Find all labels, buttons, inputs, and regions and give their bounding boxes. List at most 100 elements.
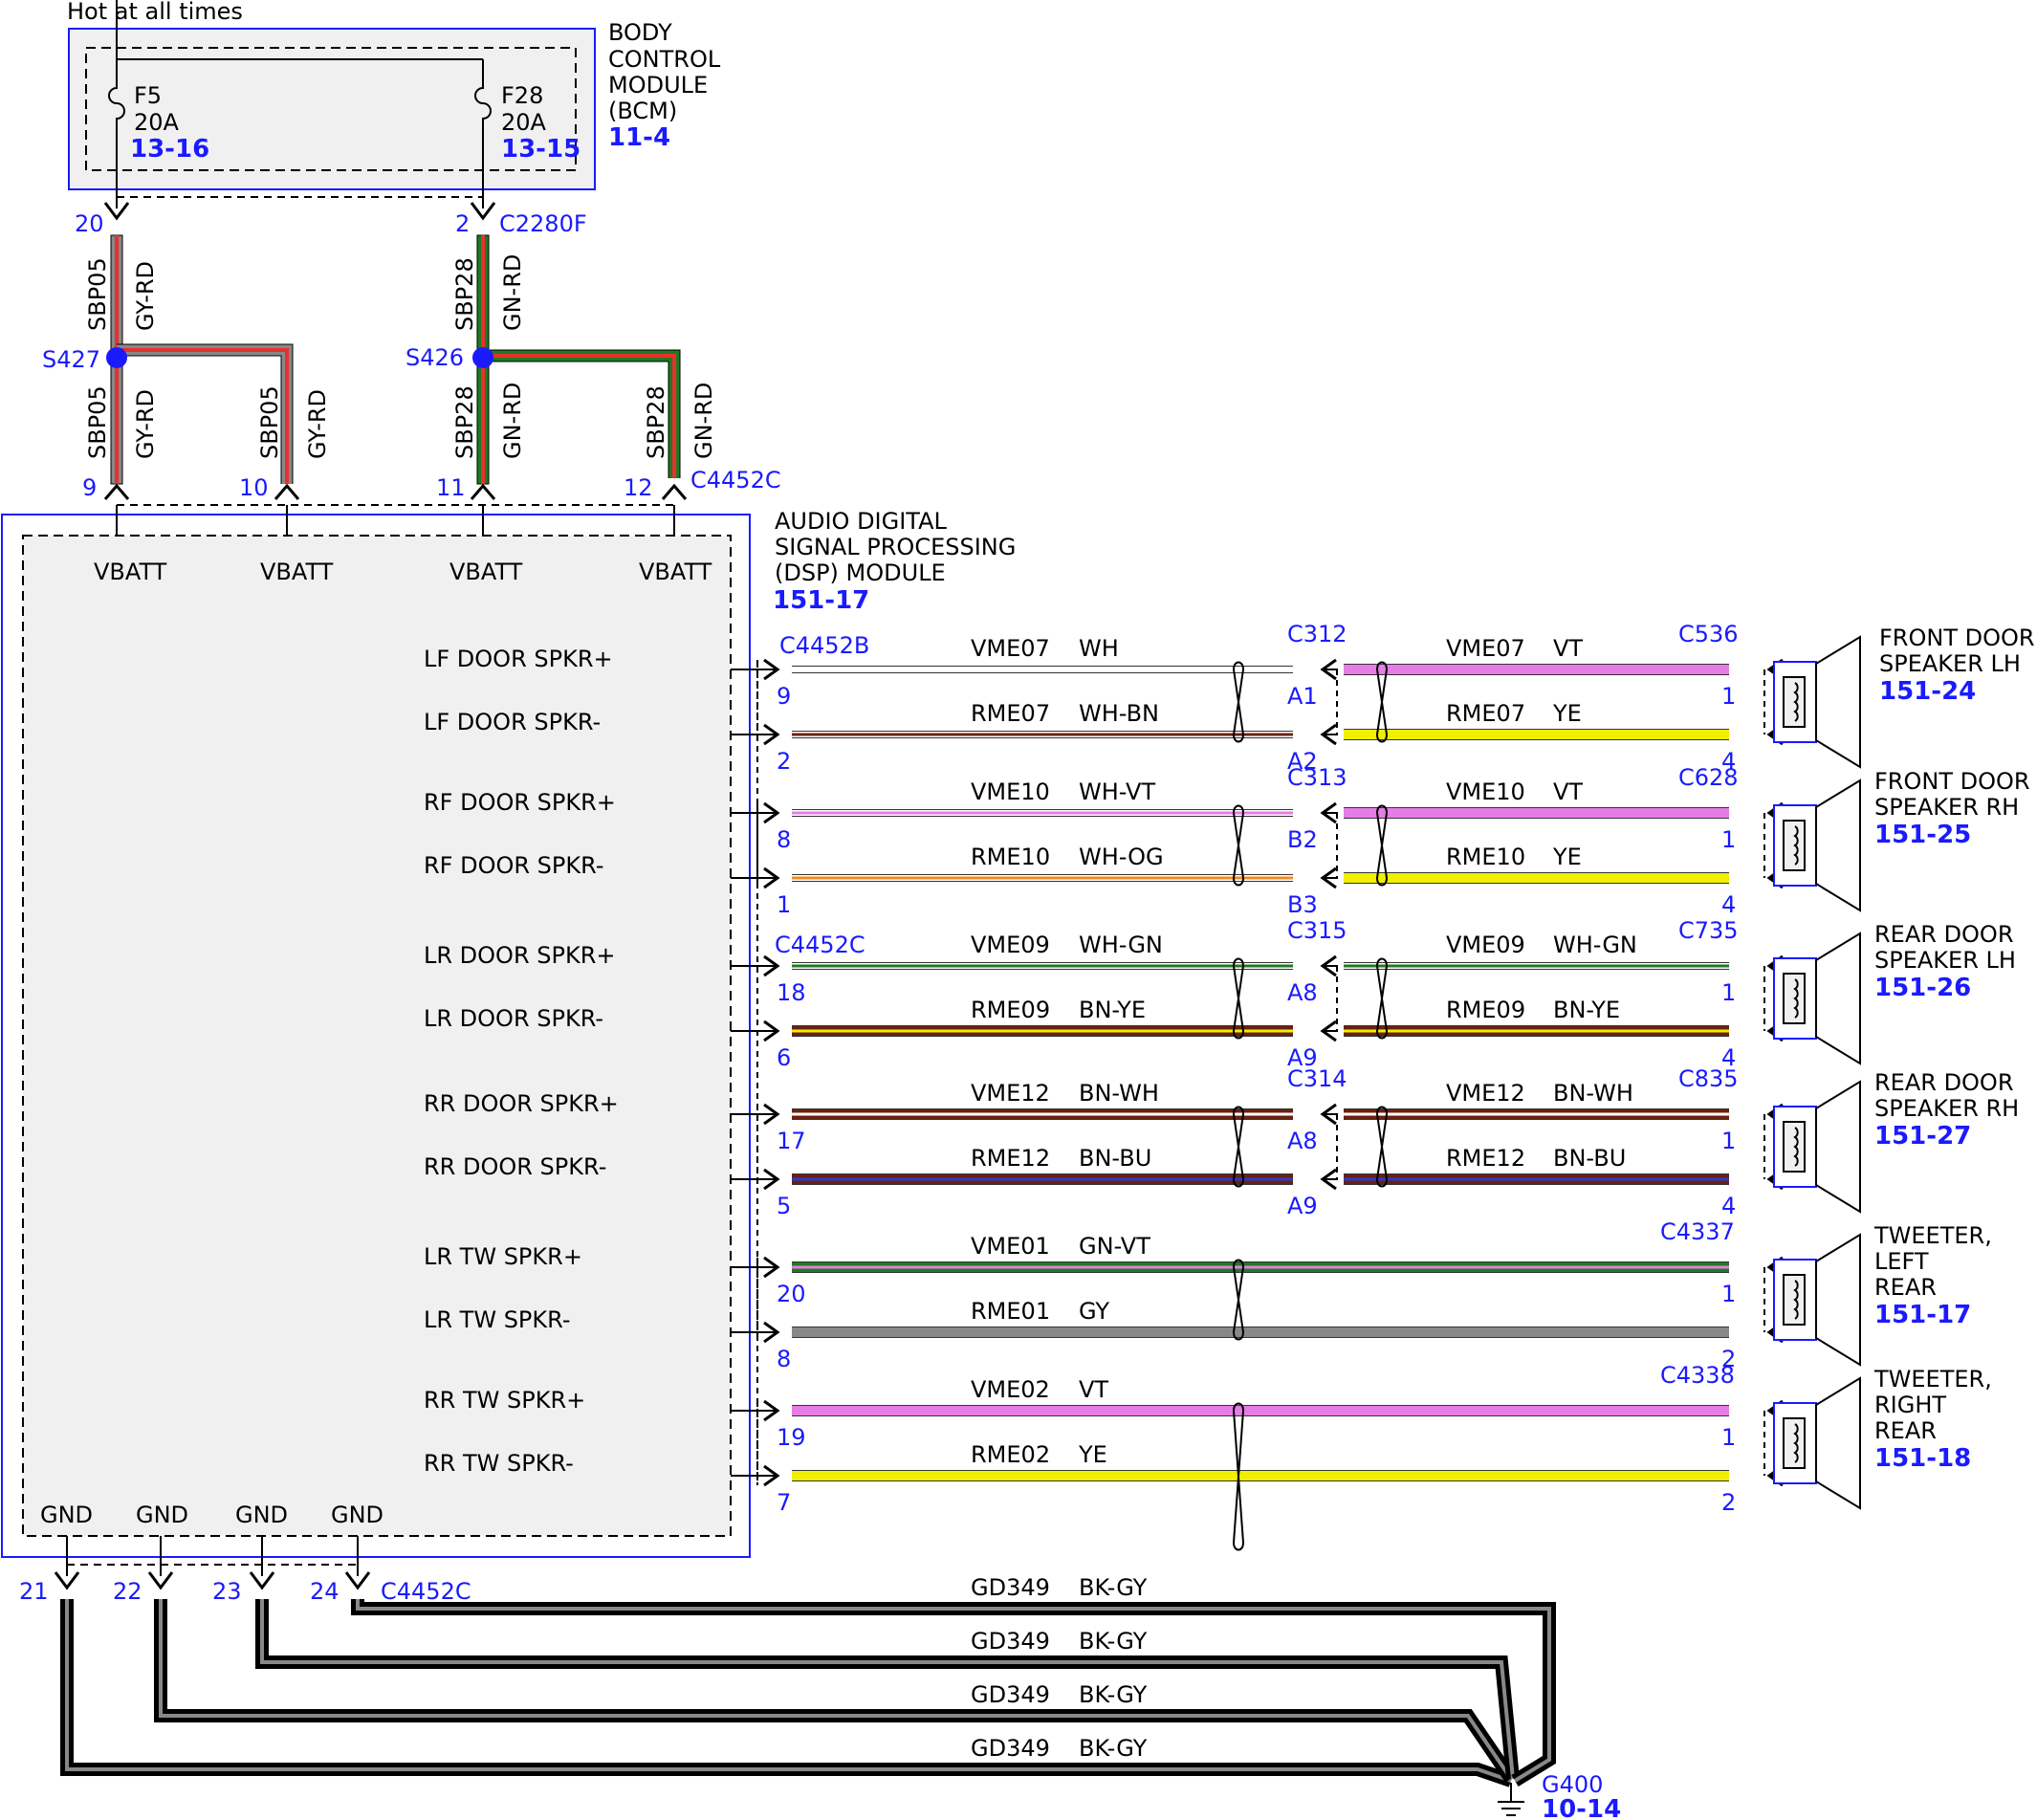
- wire-vme07-base: [792, 667, 1293, 672]
- circuit-spk-vme09: VME09: [1446, 932, 1525, 958]
- twist-a-3: [1232, 1106, 1245, 1188]
- speaker-5-coil: [1793, 1423, 1799, 1463]
- speaker-1-title-0: FRONT DOOR: [1874, 768, 2030, 795]
- speaker-3-title-1: SPEAKER RH: [1874, 1095, 2019, 1122]
- dsp-ref[interactable]: 151-17: [773, 586, 869, 615]
- spk-pin-1a: 1: [1721, 826, 1736, 853]
- inline-connector-C315: C315: [1287, 917, 1347, 944]
- bcm-box: [68, 28, 596, 190]
- inline-pin-A9: A9: [1287, 1193, 1318, 1219]
- speaker-connector-C4337: C4337: [1660, 1218, 1735, 1245]
- splice-s427[interactable]: [106, 347, 127, 368]
- vbatt-4: VBATT: [639, 559, 712, 585]
- fuse-f28-ref[interactable]: 13-15: [501, 135, 580, 164]
- color-rme09: BN-YE: [1079, 997, 1146, 1023]
- circuit-sbp05-upper: SBP05: [84, 257, 111, 331]
- dsp-label-7: RR DOOR SPKR-: [424, 1153, 606, 1180]
- circuit-vme07: VME07: [971, 635, 1050, 662]
- speaker-1-cone: [1815, 778, 1861, 912]
- inline-connector-C312: C312: [1287, 621, 1347, 647]
- wire-spk-rme07-base: [1344, 730, 1729, 739]
- spk-pin-4a: 1: [1721, 1281, 1736, 1307]
- bcm-title-3: MODULE: [608, 72, 708, 99]
- dsp-pin-10: 10: [239, 474, 269, 501]
- dsp-label-3: RF DOOR SPKR-: [424, 852, 603, 879]
- circuit-spk-rme07: RME07: [1446, 700, 1525, 727]
- dsp-pin-17: 17: [777, 1128, 806, 1154]
- inline-terminal-A1: [1320, 658, 1337, 681]
- speaker-1-ref: 151-25: [1874, 821, 1971, 849]
- spk-pin-0a: 1: [1721, 683, 1736, 710]
- gnd-pin-22: 22: [113, 1578, 142, 1605]
- c4452b-label: C4452B: [779, 632, 869, 659]
- circuit-spk-rme10: RME10: [1446, 844, 1525, 870]
- wire-rme02-base: [792, 1471, 1729, 1480]
- gnd-pin-23: 23: [212, 1578, 242, 1605]
- circuit-spk-rme09: RME09: [1446, 997, 1525, 1023]
- twist-5: [1232, 1402, 1245, 1551]
- circuit-sbp05-pin10: SBP05: [256, 385, 283, 459]
- gnd-wire-circuit-4: GD349: [971, 1735, 1050, 1762]
- fuse-f5-rating: 20A: [134, 109, 180, 136]
- dsp-pin-18: 18: [777, 979, 806, 1006]
- dsp-terminal-8: [763, 801, 780, 824]
- color-rme10: WH-OG: [1079, 844, 1164, 870]
- circuit-spk-vme10: VME10: [1446, 778, 1525, 805]
- speaker-2-title-1: SPEAKER LH: [1874, 947, 2016, 974]
- fuse-f5-ref[interactable]: 13-16: [130, 135, 209, 164]
- wire-rme10-stripe: [792, 876, 1293, 880]
- dsp-terminal-1: [763, 866, 780, 889]
- wire-vme01-stripe: [792, 1265, 1729, 1269]
- gnd-label-3: GND: [235, 1502, 288, 1528]
- dsp-label-8: LR TW SPKR+: [424, 1243, 582, 1270]
- speaker-3-coil: [1793, 1127, 1799, 1167]
- circuit-vme02: VME02: [971, 1376, 1050, 1403]
- dsp-inner-box: [22, 535, 732, 1537]
- dsp-label-6: RR DOOR SPKR+: [424, 1090, 619, 1117]
- circuit-vme01: VME01: [971, 1233, 1050, 1260]
- color-gy-rd-upper: GY-RD: [132, 261, 159, 331]
- speaker-2-ref: 151-26: [1874, 974, 1971, 1002]
- bcm-title-4: (BCM): [608, 98, 677, 124]
- circuit-vme12: VME12: [971, 1080, 1050, 1107]
- dsp-pin-11: 11: [436, 474, 466, 501]
- splice-s427-label: S427: [42, 346, 100, 373]
- gnd-leads: [66, 1536, 359, 1576]
- pin-2-terminal: [470, 202, 496, 221]
- speaker-0-ref: 151-24: [1879, 677, 1976, 706]
- dsp-pin-9: 9: [777, 683, 791, 710]
- wire-rme01-base: [792, 1327, 1729, 1337]
- gnd-wire-color-4: BK-GY: [1079, 1735, 1148, 1762]
- splice-s426[interactable]: [472, 347, 493, 368]
- wire-spk-vme10-base: [1344, 808, 1729, 818]
- gnd-wire-circuit-3: GD349: [971, 1681, 1050, 1708]
- speaker-1-coil: [1793, 825, 1799, 866]
- wire-vme09-stripe: [792, 964, 1293, 968]
- hot-at-all-times-label: Hot at all times: [67, 0, 243, 25]
- dsp-pin-2: 2: [777, 748, 791, 775]
- gnd-label-4: GND: [331, 1502, 383, 1528]
- speaker-4-title-1: LEFT: [1874, 1248, 1929, 1275]
- spk-pin-3a: 1: [1721, 1128, 1736, 1154]
- speaker-5-title-0: TWEETER,: [1873, 1366, 1992, 1392]
- c4452c-top-label: C4452C: [690, 467, 781, 493]
- color-gn-rd-upper: GN-RD: [499, 254, 526, 331]
- wire-spk-vme07-base: [1344, 665, 1729, 674]
- color-gy-rd-pin10: GY-RD: [304, 389, 331, 459]
- bcm-ref[interactable]: 11-4: [608, 123, 670, 152]
- dsp-pin-19: 19: [777, 1424, 806, 1451]
- ground-g400-ref[interactable]: 10-14: [1542, 1795, 1621, 1820]
- wire-spk-vme12-stripe: [1344, 1112, 1729, 1116]
- circuit-spk-rme12: RME12: [1446, 1145, 1525, 1172]
- circuit-vme09: VME09: [971, 932, 1050, 958]
- ground-g400-label: G400: [1542, 1771, 1603, 1798]
- wire-rme07-stripe: [792, 733, 1293, 736]
- speaker-2-title-0: REAR DOOR: [1874, 921, 2014, 948]
- wire-vme10-stripe: [792, 811, 1293, 815]
- dsp-terminal-5: [763, 1168, 780, 1191]
- gnd-wire-circuit-2: GD349: [971, 1628, 1050, 1655]
- color-gy-rd-lower: GY-RD: [132, 389, 159, 459]
- inline-connector-C314: C314: [1287, 1065, 1347, 1092]
- color-vme09: WH-GN: [1079, 932, 1163, 958]
